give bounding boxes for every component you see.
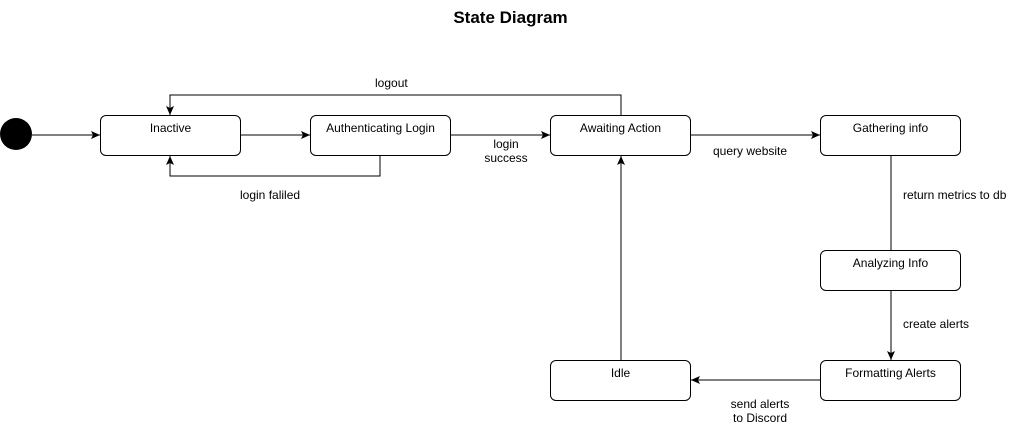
label-login-success: login success xyxy=(478,137,534,165)
state-analyzing-info: Analyzing Info xyxy=(820,250,961,291)
state-inactive: Inactive xyxy=(100,115,241,156)
label-send-alerts: send alerts to Discord xyxy=(722,397,798,425)
label-query-website: query website xyxy=(713,144,788,158)
label-logout: logout xyxy=(375,76,408,90)
label-login-failed: login faliled xyxy=(240,188,301,202)
label-login-success-line1: login xyxy=(493,137,519,151)
edge-login-failed xyxy=(166,156,381,177)
state-authenticating-login: Authenticating Login xyxy=(310,115,451,156)
state-idle: Idle xyxy=(550,360,691,401)
edge-logout xyxy=(166,94,622,115)
label-send-alerts-line2: to Discord xyxy=(732,411,788,425)
label-create-alerts: create alerts xyxy=(903,317,970,331)
label-login-success-line2: success xyxy=(484,151,528,165)
label-send-alerts-line1: send alerts xyxy=(730,397,790,411)
initial-state-node xyxy=(0,118,32,150)
state-awaiting-action: Awaiting Action xyxy=(550,115,691,156)
state-formatting-alerts: Formatting Alerts xyxy=(820,360,961,401)
state-gathering-info: Gathering info xyxy=(820,115,961,156)
label-return-metrics: return metrics to db xyxy=(903,188,1007,202)
diagram-title: State Diagram xyxy=(453,8,568,27)
